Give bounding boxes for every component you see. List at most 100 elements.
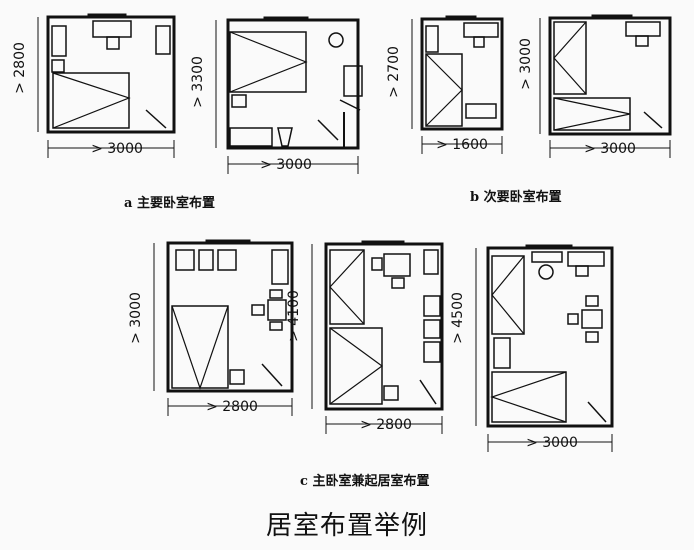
width-label: > 1600 [436,137,488,153]
plan-a2: > 3000 > 3300 [190,16,363,174]
nightstand [229,369,245,385]
cabinet [423,249,439,275]
bed-cross [171,305,229,390]
door-swing [643,111,663,129]
wardrobe [271,249,289,285]
height-label: > 2700 [386,46,402,98]
width-label: > 2800 [360,417,412,433]
basin [328,32,344,48]
height-label: > 4100 [286,290,302,342]
chair [575,265,589,277]
door-swing [261,363,283,387]
table [581,309,603,329]
chair [635,35,649,47]
height-label: > 4500 [450,292,466,344]
bed-cross [490,371,567,423]
chair [251,304,265,316]
room-outline [46,15,176,134]
bed [425,53,463,127]
height-label: > 3000 [518,38,534,90]
bed-cross [553,97,631,131]
width-label: > 2800 [206,399,258,415]
side-table [423,319,441,339]
side-table [198,249,214,271]
window [525,244,573,250]
plan-b2: > 3000 > 3000 [518,14,672,158]
desk [463,22,499,38]
bed [171,305,229,389]
desk [92,20,132,38]
window [263,16,309,22]
chair [391,277,405,289]
cabinet [343,65,363,97]
dresser [229,127,273,147]
nightstand [231,94,247,108]
bed-cross [553,21,587,95]
height-label: > 3300 [190,56,206,108]
basin [538,264,554,280]
height-label: > 3000 [128,292,144,344]
desk [567,251,605,267]
wardrobe [425,25,439,53]
chair [585,295,599,307]
width-label: > 3000 [91,141,143,157]
chair [269,321,283,331]
window [205,239,251,245]
bed [329,249,365,325]
shelf [531,251,563,263]
chair [106,36,120,50]
stool [277,127,293,147]
caption-a: a 主要卧室布置 [124,196,215,211]
plan-a1: > 3000 > 2800 [12,13,176,158]
chair [371,257,383,271]
bed-cross [425,53,463,127]
table [383,253,411,277]
wardrobe [51,25,67,57]
armchair [423,341,441,363]
figure-title: 居室布置举例 [265,511,428,541]
door-swing [317,119,339,141]
bed-cross [329,327,384,405]
window [361,240,405,246]
armchair [423,295,441,317]
plan-c2: > 2800 > 4100 [286,240,444,434]
bed-2 [553,97,631,131]
desk [625,21,661,37]
room-outline [486,246,614,428]
table [267,299,287,321]
closet-door [339,99,361,111]
chair [585,331,599,343]
bed-cross [229,31,308,93]
chair [567,313,579,325]
bed [553,21,587,95]
dresser [465,103,497,119]
bed-cross [52,72,131,129]
plan-c1: > 2800 > 3000 [128,239,294,416]
wardrobe [155,25,171,55]
door-swing [587,401,607,423]
nightstand [51,59,65,73]
caption-c: c 主卧室兼起居室布置 [300,474,430,489]
window [445,15,477,21]
window [591,14,633,20]
window [87,13,127,19]
bed [52,72,130,129]
bed [229,31,307,93]
height-label: > 2800 [12,42,28,94]
nightstand [383,385,399,401]
chair [269,289,283,299]
bed-2 [329,327,383,405]
bed-cross [329,249,365,325]
cabinet [493,337,511,369]
caption-b: b 次要卧室布置 [470,190,562,205]
armchair [175,249,195,271]
bed-2 [491,371,567,423]
door-swing [145,109,167,129]
plan-b1: > 1600 > 2700 [386,15,504,154]
room-outline [166,241,294,393]
width-label: > 3000 [584,141,636,157]
bed [491,255,525,335]
width-label: > 3000 [526,435,578,451]
plan-c3: > 3000 > 4500 [450,244,614,452]
